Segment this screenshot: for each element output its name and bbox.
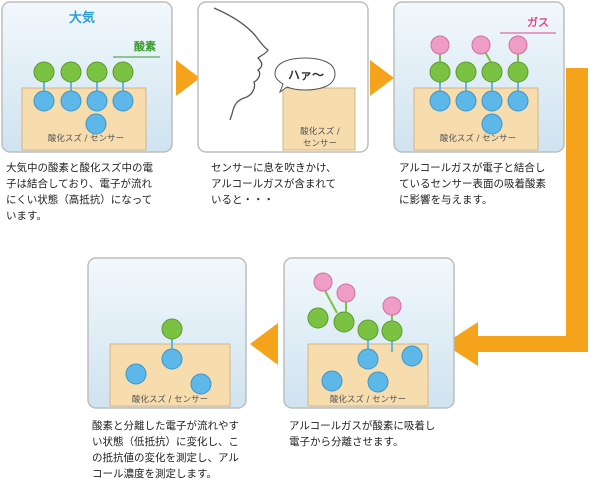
- breath-label: ハァ〜: [288, 68, 324, 82]
- sensor-label: 酸化スズ /: [300, 126, 340, 137]
- sensor-label: 酸化スズ / センサー: [132, 394, 208, 405]
- oxygen-atom: [507, 61, 529, 83]
- oxygen-label: 酸素: [134, 39, 156, 53]
- electron: [455, 90, 477, 112]
- air-label: 大気: [69, 10, 95, 26]
- gas-molecule: [382, 296, 402, 316]
- panel-step2: 酸化スズ / センサー ハァ〜: [197, 1, 369, 153]
- gas-molecule: [471, 35, 491, 55]
- electron: [190, 373, 212, 395]
- sensor-label: 酸化スズ / センサー: [48, 133, 124, 144]
- sensor-block: [282, 87, 356, 151]
- panel-step3: ガス 酸化スズ / センサー: [393, 1, 565, 153]
- oxygen-atom: [455, 61, 477, 83]
- arrow-step1-to-step2: [176, 60, 200, 96]
- oxygen-atom: [481, 61, 503, 83]
- electron: [367, 371, 389, 393]
- sensor-label: 酸化スズ / センサー: [330, 394, 406, 405]
- oxygen-atom: [33, 61, 55, 83]
- panel-step5: 酸化スズ / センサー: [87, 257, 247, 409]
- arrow-step3-to-step4: [444, 68, 588, 366]
- caption-step3: アルコールガスが電子と結合し ているセンサー表面の吸着酸素 に影響を与えます。: [399, 162, 546, 206]
- oxygen-atom: [357, 319, 379, 341]
- oxygen-atom: [86, 61, 108, 83]
- electron: [125, 363, 147, 385]
- electron: [507, 90, 529, 112]
- gas-molecule: [430, 35, 450, 55]
- caption-step5: 酸素と分離した電子が流れやす い状態（低抵抗）に変化し、こ の抵抗値の変化を測定…: [92, 420, 239, 480]
- caption-step4: アルコールガスが酸素に吸着し 電子から分離させます。: [289, 420, 436, 448]
- electron: [401, 345, 423, 367]
- gas-molecule: [508, 35, 528, 55]
- electron: [481, 113, 503, 135]
- flow-arrows: [176, 60, 588, 366]
- arrow-step2-to-step3: [370, 60, 394, 96]
- oxygen-atom: [333, 311, 355, 333]
- face-profile-icon: [213, 7, 269, 121]
- electron: [85, 113, 107, 135]
- electron: [33, 90, 55, 112]
- oxygen-atom: [60, 61, 82, 83]
- caption-step2: センサーに息を吹きかけ、 アルコールガスが含まれて いると・・・: [211, 162, 337, 206]
- panel-step1: 大気 酸素 酸化スズ / センサー: [1, 1, 173, 153]
- electron: [86, 90, 108, 112]
- gas-label: ガス: [527, 15, 549, 29]
- oxygen-atom: [429, 61, 451, 83]
- electron: [321, 370, 343, 392]
- oxygen-atom: [112, 61, 134, 83]
- electron: [357, 348, 379, 370]
- oxygen-atom: [307, 307, 329, 329]
- caption-step1: 大気中の酸素と酸化スズ中の電 子は結合しており、電子が流れ にくい状態（高抵抗）…: [6, 162, 153, 222]
- arrow-step4-to-step5: [250, 323, 278, 365]
- panel-step4: 酸化スズ / センサー: [283, 257, 455, 409]
- electron: [161, 348, 183, 370]
- electron: [429, 90, 451, 112]
- oxygen-atom: [381, 320, 403, 342]
- speech-bubble: ハァ〜: [274, 57, 336, 94]
- oxygen-atom: [161, 318, 183, 340]
- sensor-label: 酸化スズ / センサー: [440, 133, 516, 144]
- gas-molecule: [336, 283, 356, 303]
- electron: [481, 90, 503, 112]
- electron: [60, 90, 82, 112]
- sensor-label: センサー: [303, 139, 337, 149]
- gas-molecule: [313, 272, 333, 292]
- electron: [112, 90, 134, 112]
